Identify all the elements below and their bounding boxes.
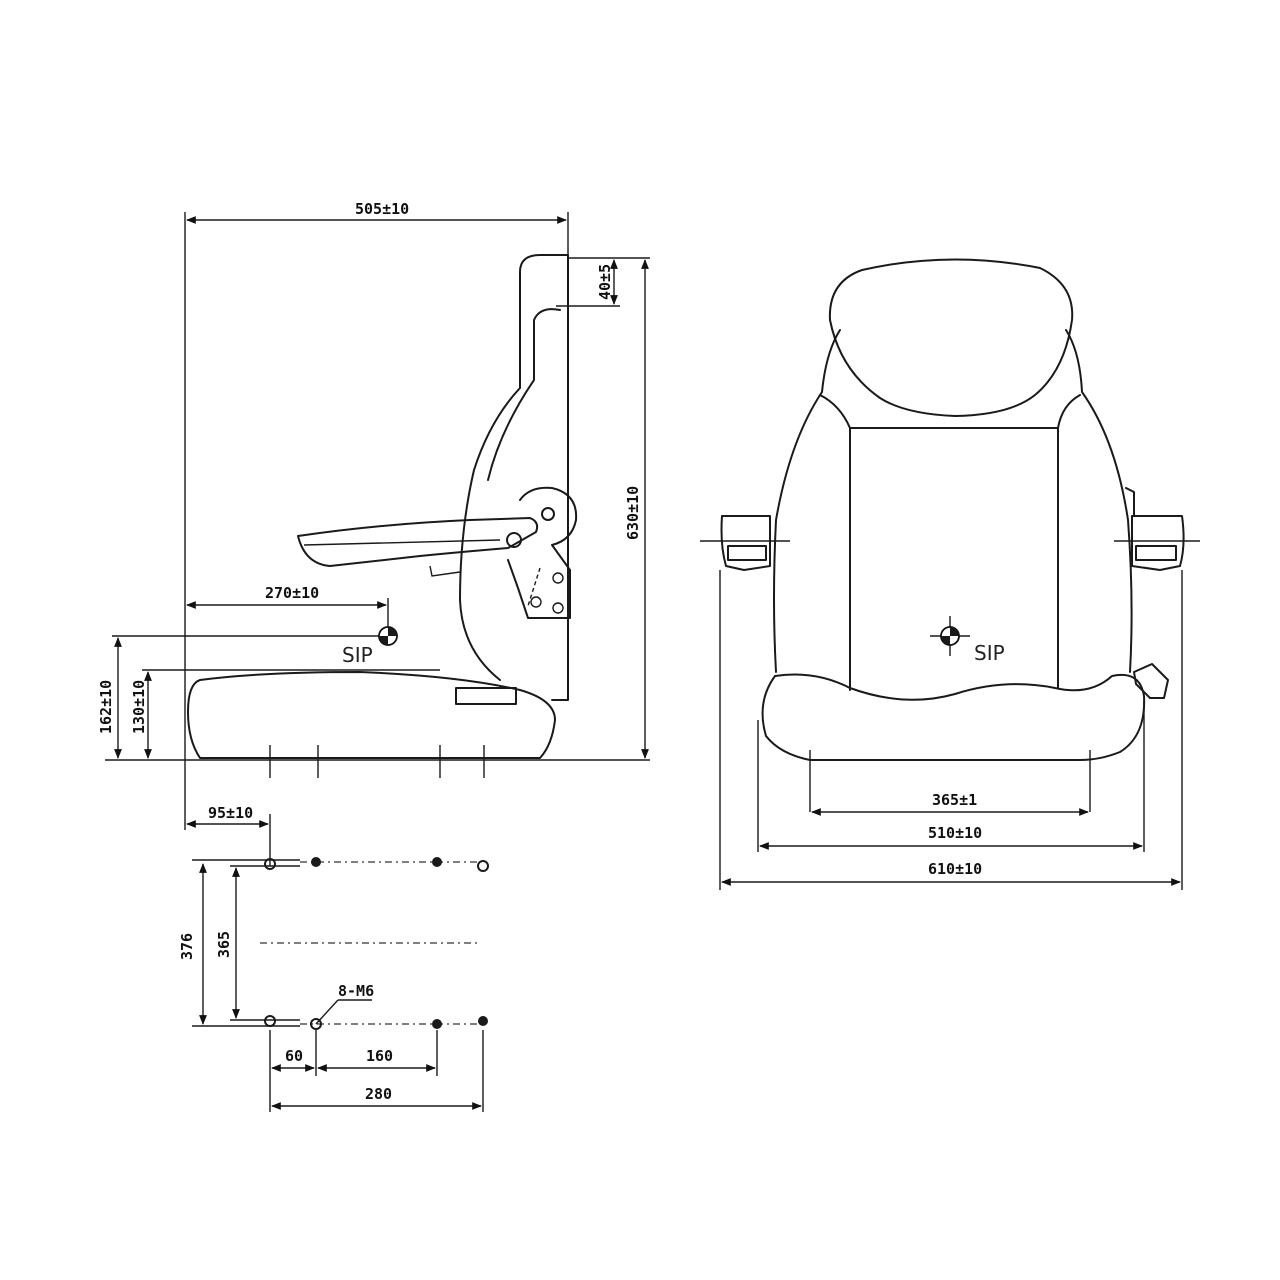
headrest (828, 258, 1074, 417)
left-armrest-end (700, 515, 790, 571)
armrest-edge (303, 539, 501, 546)
front-cushion (761, 673, 1146, 761)
rail-spacing-inner-label: 365 (215, 931, 233, 958)
headrest-inner-outline (487, 308, 561, 481)
mount-hole (432, 857, 442, 867)
armrest (297, 517, 539, 567)
mount-hole (477, 860, 489, 872)
mount-hole (432, 1019, 442, 1029)
armrest-pivot-bolt (541, 507, 555, 521)
rail-spacing-outer-label: 376 (178, 933, 196, 960)
hole-spacing-1-label: 60 (285, 1047, 303, 1065)
mount-hole (478, 1016, 488, 1026)
cushion-inner-width-label: 365±1 (932, 791, 977, 809)
side-view: SIP 505±10 40±5 630±10 270±10 162±10 130… (97, 200, 650, 830)
hole-span-label: 280 (365, 1085, 392, 1103)
overall-width-label: 610±10 (928, 860, 982, 878)
sip-height-label: 162±10 (97, 680, 115, 734)
front-sip-label: SIP (974, 641, 1005, 665)
bracket-bolt-2 (530, 596, 542, 608)
backrest-outer (773, 329, 1133, 673)
sip-depth-label: 270±10 (265, 584, 319, 602)
seat-cushion (187, 671, 556, 759)
mount-hole (264, 1015, 276, 1027)
armrest-mount-bolt (506, 532, 522, 548)
bolt-spec-label: 8-M6 (338, 982, 374, 1000)
cushion-height-label: 130±10 (130, 680, 148, 734)
bracket-bolt-3 (552, 602, 564, 614)
backrest-center-panel (849, 427, 1059, 691)
front-offset-label: 95±10 (208, 804, 253, 822)
armrest-bracket (507, 486, 578, 619)
bracket-bolt-1 (552, 572, 564, 584)
armrest-support (429, 565, 461, 577)
headrest-offset-label: 40±5 (596, 264, 614, 300)
hole-spacing-2-label: 160 (366, 1047, 393, 1065)
bolt-leader-line (315, 999, 339, 1025)
backrest-side-panels (819, 394, 1081, 429)
front-sip-marker (930, 616, 970, 656)
overall-depth-label: 505±10 (355, 200, 409, 218)
overall-height-label: 630±10 (624, 486, 642, 540)
mount-hole (310, 1018, 322, 1030)
backrest-outline (459, 254, 569, 701)
lever-handle (455, 687, 517, 705)
mounting-pattern: 95±10 376 365 8-M6 60 160 (178, 804, 489, 1112)
sip-marker (378, 626, 398, 646)
mount-hole (264, 858, 276, 870)
bracket-dash (527, 567, 541, 607)
right-armrest-end (1114, 487, 1200, 571)
sip-label: SIP (342, 643, 373, 667)
front-view: SIP 365±1 510±10 610±10 (700, 258, 1200, 890)
seat-width-label: 510±10 (928, 824, 982, 842)
mount-hole (311, 857, 321, 867)
recline-lever (1133, 663, 1169, 699)
